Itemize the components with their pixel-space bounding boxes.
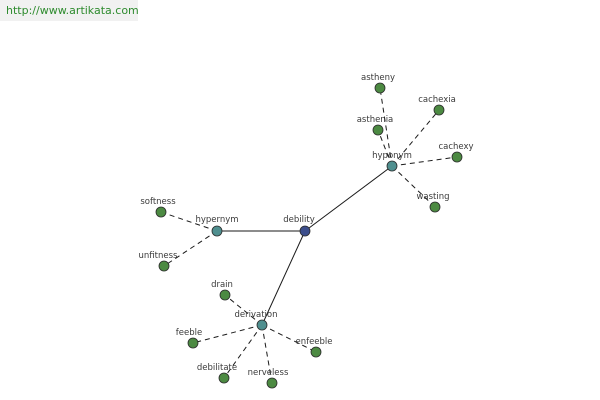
edge-hypernym-softness <box>160 211 218 232</box>
edge-derivation-feeble <box>192 324 263 344</box>
labels-layer: debility hyponym hypernym derivation astheny… <box>139 73 474 378</box>
edge-debility-derivation <box>261 230 306 326</box>
edge-hyponym-cachexia <box>391 109 440 167</box>
node-label-cachexy[interactable]: cachexy <box>438 142 473 152</box>
node-asthenia[interactable] <box>372 124 384 136</box>
edge-hyponym-asthenia <box>377 129 393 167</box>
node-label-astheny[interactable]: astheny <box>361 73 395 83</box>
edge-hyponym-astheny <box>379 87 393 167</box>
node-label-drain[interactable]: drain <box>211 280 233 290</box>
nodes-layer <box>155 82 463 389</box>
edge-hyponym-cachexy <box>391 156 458 167</box>
node-label-debility[interactable]: debility <box>283 215 314 225</box>
node-label-nerveless[interactable]: nerveless <box>248 368 289 378</box>
edge-derivation-debilitate <box>223 324 263 379</box>
edge-hypernym-unfitness <box>163 230 218 267</box>
node-hyponym[interactable] <box>386 160 398 172</box>
node-label-wasting[interactable]: wasting <box>416 192 449 202</box>
node-label-debilitate[interactable]: debilitate <box>197 363 237 373</box>
site-url-banner[interactable]: http://www.artikata.com <box>0 0 139 21</box>
node-label-asthenia[interactable]: asthenia <box>357 115 394 125</box>
node-label-feeble[interactable]: feeble <box>176 328 202 338</box>
node-debilitate[interactable] <box>218 372 230 384</box>
edges-layer <box>160 87 458 384</box>
node-label-enfeeble[interactable]: enfeeble <box>295 337 332 347</box>
edge-derivation-nerveless <box>261 324 273 384</box>
node-enfeeble[interactable] <box>310 346 322 358</box>
node-debility[interactable] <box>299 225 311 237</box>
edge-debility-hyponym <box>304 165 393 232</box>
edge-derivation-drain <box>224 294 263 326</box>
node-derivation[interactable] <box>256 319 268 331</box>
node-wasting[interactable] <box>429 201 441 213</box>
node-nerveless[interactable] <box>266 377 278 389</box>
node-label-cachexia[interactable]: cachexia <box>418 95 456 105</box>
node-cachexia[interactable] <box>433 104 445 116</box>
node-softness[interactable] <box>155 206 167 218</box>
node-unfitness[interactable] <box>158 260 170 272</box>
node-label-hyponym[interactable]: hyponym <box>372 151 412 161</box>
node-label-hypernym[interactable]: hypernym <box>195 215 238 225</box>
edge-derivation-enfeeble <box>261 324 317 353</box>
node-drain[interactable] <box>219 289 231 301</box>
node-astheny[interactable] <box>374 82 386 94</box>
edge-hyponym-wasting <box>391 165 436 208</box>
node-label-unfitness[interactable]: unfitness <box>139 251 179 261</box>
node-feeble[interactable] <box>187 337 199 349</box>
node-label-derivation[interactable]: derivation <box>234 310 277 320</box>
node-label-softness[interactable]: softness <box>140 197 176 207</box>
node-cachexy[interactable] <box>451 151 463 163</box>
node-hypernym[interactable] <box>211 225 223 237</box>
